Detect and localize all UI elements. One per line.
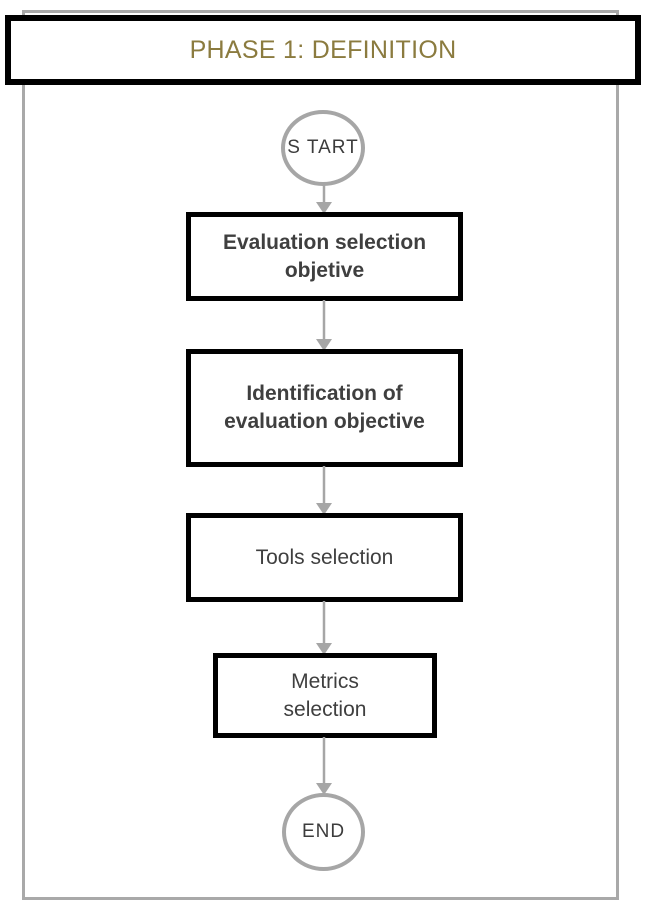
node-evaluation-selection-objective[interactable]: Evaluation selection objetive [186,212,463,301]
node-end-terminator[interactable]: END [282,793,365,871]
connector-evaluation-selection-to-identification [310,300,338,351]
arrow-down-icon [316,601,332,655]
node-tools-label: Tools selection [255,545,394,569]
node-evaluation-selection-label: Evaluation selection objetive [215,229,434,284]
connector-start-to-evaluation-selection [310,185,338,214]
node-metrics-selection[interactable]: Metrics selection [213,653,437,738]
connector-tools-selection-to-metrics-selection [310,601,338,655]
node-identification-line1: Identification of [246,382,403,406]
arrow-down-icon [316,185,332,214]
node-metrics-line2: selection [283,697,367,721]
node-tools-selection[interactable]: Tools selection [186,513,463,602]
node-identification-label: Identification of evaluation objective [216,380,433,435]
arrow-down-icon [316,737,332,795]
node-metrics-label: Metrics selection [276,668,375,723]
page-title: PHASE 1: DEFINITION [189,35,457,64]
node-start-terminator[interactable]: S TART [281,110,365,186]
connector-metrics-selection-to-end [310,737,338,795]
node-metrics-line1: Metrics [291,669,359,693]
connector-identification-to-tools-selection [310,466,338,515]
arrow-down-icon [316,466,332,515]
node-evaluation-selection-line1: Evaluation selection [222,230,427,254]
phase-title-banner: PHASE 1: DEFINITION [5,15,641,85]
arrow-down-icon [316,300,332,351]
node-identification-line2: evaluation objective [224,410,425,433]
node-evaluation-selection-line2: objetive [284,258,365,282]
node-start-label: S TART [287,137,359,158]
node-identification-of-evaluation-objective[interactable]: Identification of evaluation objective [186,349,463,467]
diagram-outer-frame [22,10,619,900]
node-end-label: END [301,821,346,842]
